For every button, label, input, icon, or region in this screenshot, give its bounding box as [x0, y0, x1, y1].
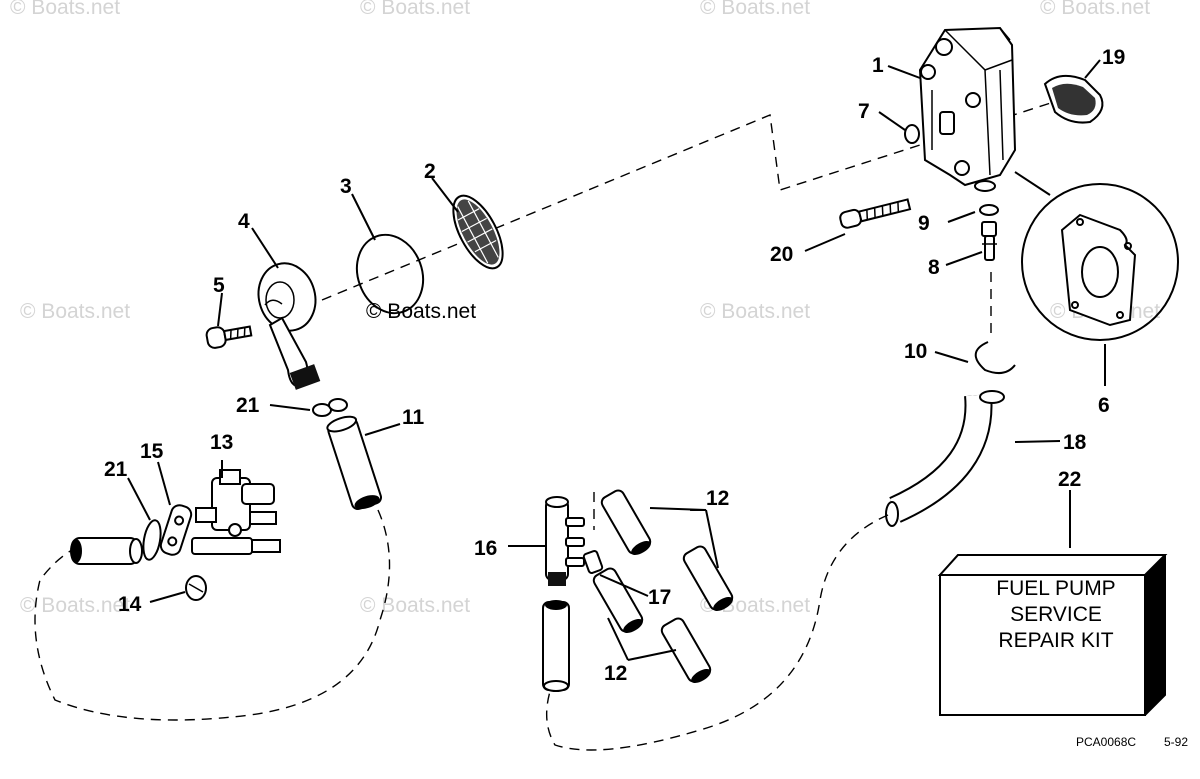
callout-18: 18	[1063, 431, 1087, 454]
connector-bracket	[159, 504, 193, 556]
o-ring-top	[974, 180, 996, 192]
hose-routing-line-left	[34, 509, 391, 721]
kit-line-2: SERVICE	[1010, 603, 1102, 626]
callout-3: 3	[340, 175, 352, 198]
leader-lines	[127, 59, 1106, 661]
filter-screen	[452, 194, 504, 270]
callout-10: 10	[904, 340, 927, 363]
watermark-dark: © Boats.net	[366, 300, 476, 323]
callout-21-upper: 21	[236, 394, 260, 417]
fuel-manifold	[545, 496, 585, 586]
watermark: © Boats.net	[700, 300, 810, 323]
callout-16: 16	[474, 537, 497, 560]
gasket-detail	[1014, 171, 1179, 341]
drawing-code: PCA0068C	[1076, 735, 1136, 749]
bracket-screw	[185, 575, 207, 601]
callout-9: 9	[918, 212, 930, 235]
callout-14: 14	[118, 593, 142, 616]
connector-o-ring	[142, 519, 162, 561]
washer-pair	[312, 398, 348, 417]
curved-hose	[885, 390, 1005, 527]
watermark: © Boats.net	[1040, 0, 1150, 19]
callout-8: 8	[928, 256, 940, 279]
vertical-hose	[542, 600, 570, 692]
callout-2: 2	[424, 160, 436, 183]
hose-plug	[582, 550, 604, 574]
fuel-pump-body	[918, 26, 1017, 187]
callout-6: 6	[1098, 394, 1110, 417]
hose-upper-1	[600, 489, 652, 555]
watermark: © Boats.net	[360, 594, 470, 617]
ring-gasket	[355, 233, 425, 315]
cover-screw	[205, 325, 253, 349]
hose-fitting	[981, 221, 997, 261]
callout-1: 1	[872, 54, 884, 77]
callout-17: 17	[648, 586, 671, 609]
watermark: © Boats.net	[700, 0, 810, 19]
callout-21-lower: 21	[104, 458, 128, 481]
callout-4: 4	[238, 210, 250, 233]
callout-12-lower: 12	[604, 662, 627, 685]
callout-12-upper: 12	[706, 487, 729, 510]
hose-lower-2	[660, 617, 712, 683]
drawing-date: 5-92	[1164, 735, 1188, 749]
o-ring	[904, 124, 920, 144]
callout-labels: 1 2 3 4 5 6 7 8 9 10 11 12 12 13 14 15 1…	[104, 46, 1125, 685]
assembly-centerline	[321, 99, 1061, 301]
hose-routing-line	[545, 514, 889, 751]
callout-20: 20	[770, 243, 793, 266]
hose-lower-1	[592, 567, 644, 633]
hose-upper-2	[682, 545, 734, 611]
watermark: © Boats.net	[10, 0, 120, 19]
filter-cover	[257, 262, 321, 390]
watermark: © Boats.net	[20, 594, 130, 617]
kit-line-3: REPAIR KIT	[998, 629, 1113, 652]
hose-clip	[974, 341, 1016, 375]
callout-5: 5	[213, 274, 225, 297]
screw	[839, 198, 912, 229]
callout-15: 15	[140, 440, 164, 463]
callout-11: 11	[402, 406, 425, 429]
watermark: © Boats.net	[20, 300, 130, 323]
callout-13: 13	[210, 431, 233, 454]
gasket-plate	[1043, 74, 1104, 124]
left-hose	[70, 537, 143, 565]
fuel-connector	[191, 469, 281, 555]
service-repair-kit: FUEL PUMP SERVICE REPAIR KIT	[937, 554, 1168, 716]
short-hose	[326, 415, 382, 510]
watermark: © Boats.net	[360, 0, 470, 19]
o-ring-fitting	[979, 204, 999, 216]
callout-22: 22	[1058, 468, 1081, 491]
callout-7: 7	[858, 100, 870, 123]
callout-19: 19	[1102, 46, 1125, 69]
kit-line-1: FUEL PUMP	[996, 577, 1115, 600]
